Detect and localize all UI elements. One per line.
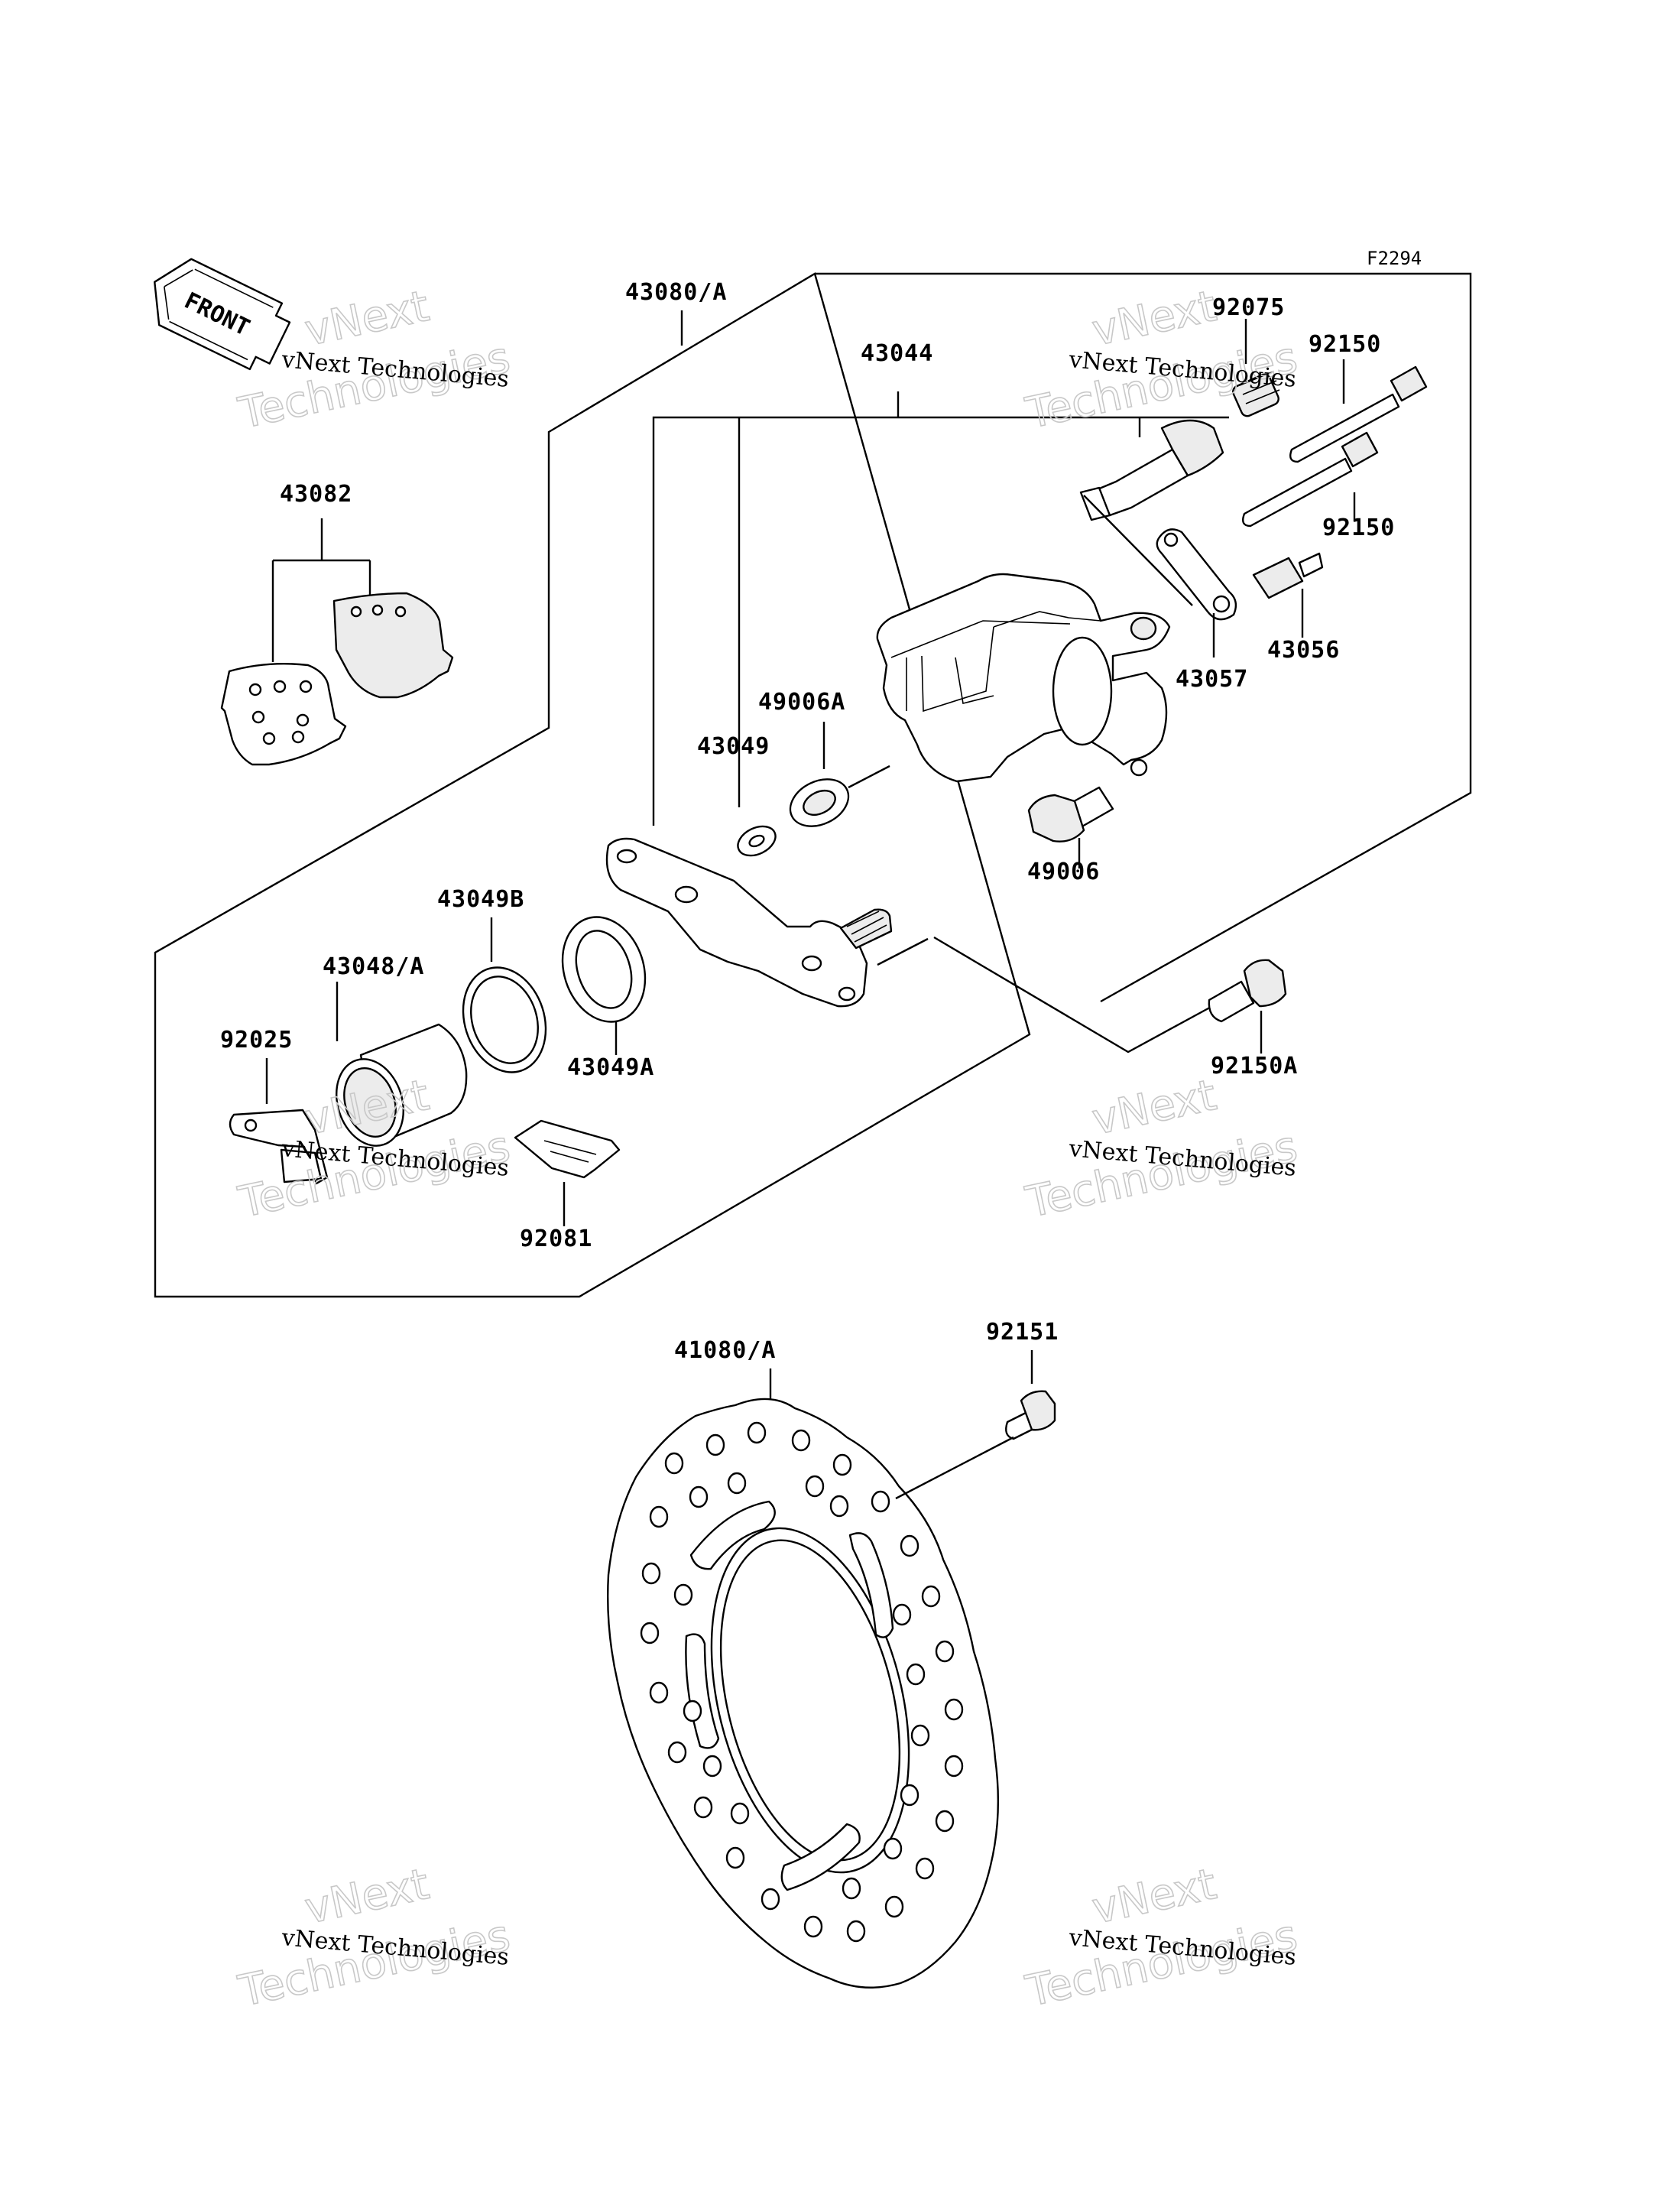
caliper-body [876, 573, 1171, 783]
bush-49006A [789, 722, 890, 827]
caliper-body-group-outline [652, 416, 1229, 826]
watermark-middle-right: vNext Technologies vNext Technologies [1021, 1070, 1302, 1228]
label-43056: 43056 [1267, 637, 1340, 664]
slide-pin [1079, 419, 1224, 521]
front-arrow-icon: FRONT [154, 258, 291, 371]
svg-text:vNext: vNext [1088, 281, 1221, 356]
seal-43049B [462, 917, 547, 1073]
bolt-92150A [933, 936, 1287, 1054]
label-92150A: 92150A [1211, 1053, 1298, 1080]
figure-code: F2294 [1367, 248, 1422, 269]
seal-43049A [561, 916, 647, 1055]
svg-text:vNext: vNext [300, 281, 433, 356]
label-43049B: 43049B [437, 886, 524, 913]
label-92025: 92025 [220, 1027, 293, 1054]
svg-text:vNext: vNext [300, 1859, 433, 1934]
pin-92150-upper [1289, 359, 1428, 463]
bolt-49006 [1027, 786, 1114, 868]
svg-text:vNext: vNext [1088, 1070, 1221, 1145]
watermark-bottom-right: vNext Technologies vNext Technologies [1021, 1859, 1302, 2017]
label-92151: 92151 [986, 1319, 1059, 1346]
label-43082: 43082 [280, 481, 352, 508]
caliper-bracket [605, 837, 929, 1008]
label-41080A: 41080/A [674, 1337, 776, 1364]
washer-43049 [737, 825, 777, 857]
label-92150-bottom: 92150 [1322, 515, 1395, 541]
link-43057 [1083, 495, 1237, 657]
disc-bolt-92151 [895, 1350, 1056, 1500]
pin-92150-lower [1242, 431, 1379, 528]
spring-92025 [229, 1058, 329, 1185]
watermark-middle-left: vNext Technologies vNext Technologies [234, 1070, 515, 1228]
label-49006: 49006 [1027, 859, 1100, 885]
pad-spring-92081 [514, 1119, 621, 1226]
label-92075: 92075 [1212, 294, 1285, 321]
watermark-bottom-left: vNext Technologies vNext Technologies [234, 1859, 515, 2017]
bleeder-valve [1252, 552, 1324, 638]
svg-text:vNext: vNext [1088, 1859, 1221, 1934]
label-49006A: 49006A [758, 689, 845, 716]
label-43080A: 43080/A [625, 279, 727, 306]
bush-92075 [1232, 319, 1280, 417]
disc-holes [640, 1421, 964, 1943]
brake-pads [220, 518, 454, 766]
label-43057: 43057 [1176, 666, 1248, 693]
label-92150-top: 92150 [1309, 331, 1381, 358]
caliper-assembly-outline [154, 272, 1472, 1298]
piston-43048A [336, 982, 468, 1147]
label-43044: 43044 [861, 340, 933, 367]
label-43049A: 43049A [567, 1054, 654, 1081]
label-43048A: 43048/A [323, 953, 424, 980]
label-43049: 43049 [697, 733, 770, 760]
label-92081: 92081 [520, 1226, 592, 1252]
brake-disc [607, 1368, 1000, 1989]
